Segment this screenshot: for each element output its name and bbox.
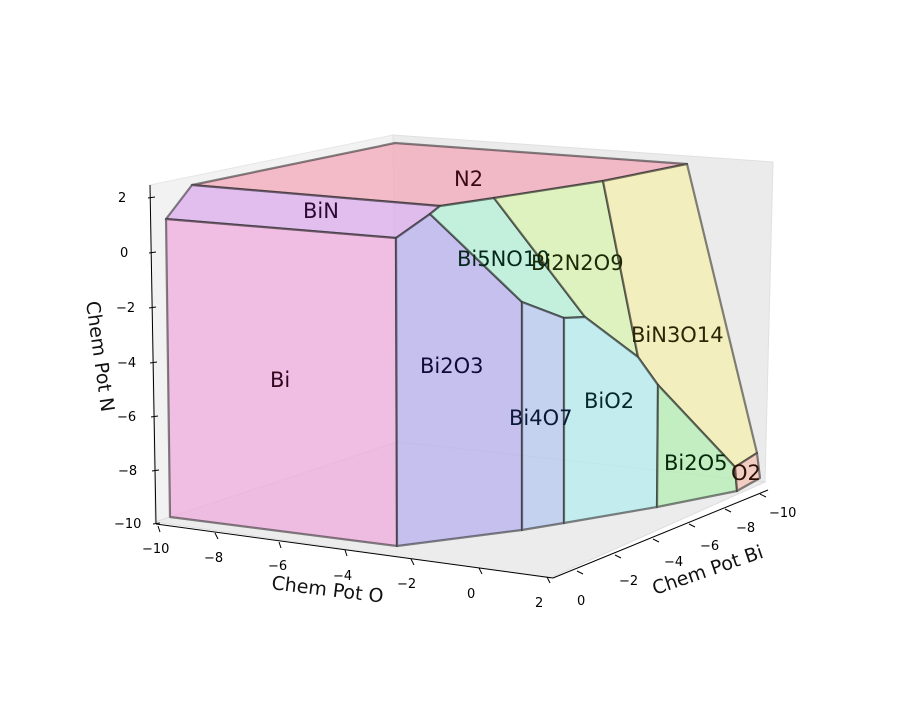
z-tick-5: −8 bbox=[118, 464, 160, 479]
label-Bi2O5: Bi2O5 bbox=[664, 451, 728, 475]
x-tick-label: −4 bbox=[333, 569, 352, 584]
y-tick-0: −10 bbox=[759, 493, 796, 521]
label-Bi2O3: Bi2O3 bbox=[420, 354, 484, 378]
label-O2: O2 bbox=[731, 461, 761, 485]
y-tick-label: 0 bbox=[577, 594, 585, 609]
z-tick-3: −4 bbox=[117, 356, 158, 371]
z-tick-label: −6 bbox=[117, 410, 136, 425]
y-tick-label: −6 bbox=[700, 539, 719, 554]
label-Bi2N2O9: Bi2N2O9 bbox=[531, 251, 624, 275]
x-axis-label: Chem Pot O bbox=[270, 572, 384, 608]
y-axis-line bbox=[552, 489, 769, 579]
x-tick-1: −8 bbox=[204, 532, 223, 566]
y-tick-1: −8 bbox=[724, 508, 755, 536]
z-axis-line bbox=[149, 184, 157, 525]
y-tick-2: −6 bbox=[688, 523, 719, 554]
z-tick-label: −8 bbox=[118, 464, 137, 479]
axis-z: 2 0 −2 −4 −6 −8 −10 Chem Pot N bbox=[81, 184, 161, 532]
phase-regions bbox=[164, 141, 762, 548]
z-tick-label: 0 bbox=[120, 246, 128, 261]
z-tick-6: −10 bbox=[114, 517, 161, 532]
x-tick-label: −8 bbox=[204, 551, 223, 566]
z-tick-label: 2 bbox=[118, 191, 126, 206]
x-tick-0: −10 bbox=[142, 525, 169, 557]
x-tick-label: −2 bbox=[397, 577, 416, 592]
region-O2 bbox=[733, 451, 762, 493]
y-tick-4: −2 bbox=[614, 554, 638, 589]
x-tick-4: −2 bbox=[397, 558, 416, 592]
region-labels: N2 BiN Bi Bi2O3 Bi5NO10 Bi2N2O9 BiN3O14 … bbox=[270, 167, 761, 485]
x-tick-5: 0 bbox=[467, 567, 483, 602]
x-tick-label: 0 bbox=[467, 587, 475, 602]
y-tick-5: 0 bbox=[576, 570, 585, 609]
x-tick-label: −10 bbox=[142, 542, 169, 557]
z-tick-label: −4 bbox=[117, 356, 136, 371]
z-tick-label: −2 bbox=[116, 301, 135, 316]
z-tick-4: −6 bbox=[117, 410, 159, 425]
z-tick-1: 0 bbox=[120, 246, 157, 261]
y-tick-label: −8 bbox=[736, 521, 755, 536]
y-tick-3: −4 bbox=[652, 538, 683, 570]
x-tick-2: −6 bbox=[268, 541, 287, 574]
z-tick-0: 2 bbox=[118, 191, 156, 206]
x-tick-6: 2 bbox=[535, 576, 551, 611]
label-N2: N2 bbox=[454, 167, 483, 191]
x-tick-3: −4 bbox=[333, 549, 352, 584]
label-BiO2: BiO2 bbox=[584, 389, 634, 413]
label-BiN3O14: BiN3O14 bbox=[631, 323, 724, 347]
z-tick-label: −10 bbox=[114, 517, 141, 532]
x-tick-label: 2 bbox=[535, 596, 543, 611]
x-tick-label: −6 bbox=[268, 559, 287, 574]
y-tick-label: −2 bbox=[619, 574, 638, 589]
y-tick-label: −4 bbox=[664, 555, 683, 570]
label-Bi: Bi bbox=[270, 368, 290, 392]
z-axis-label: Chem Pot N bbox=[81, 300, 118, 414]
label-BiN: BiN bbox=[303, 199, 339, 223]
label-Bi5NO10: Bi5NO10 bbox=[457, 247, 550, 271]
label-Bi4O7: Bi4O7 bbox=[509, 406, 573, 430]
y-tick-label: −10 bbox=[769, 506, 796, 521]
x-axis-line bbox=[155, 523, 554, 579]
z-tick-2: −2 bbox=[116, 301, 157, 316]
